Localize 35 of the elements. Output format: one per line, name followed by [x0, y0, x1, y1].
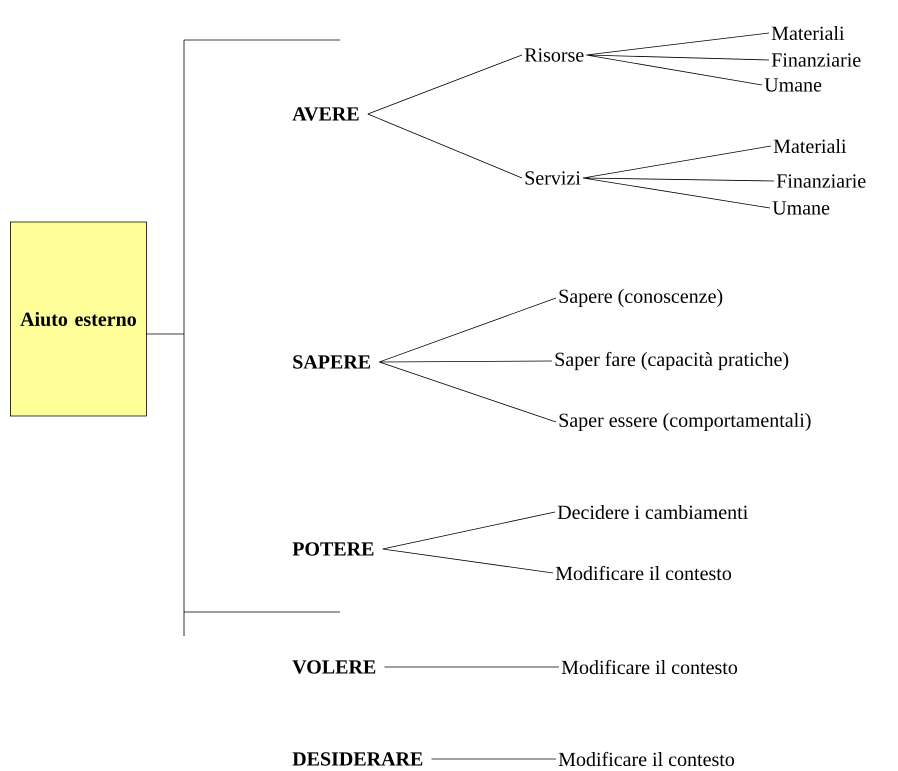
item-label: Sapere (conoscenze) [560, 288, 722, 308]
category-label: AVERE [292, 107, 359, 121]
item-label: Finanziarie [776, 174, 866, 188]
branch-line [378, 298, 556, 362]
branch-line [384, 666, 560, 668]
item-label: Modificare il contesto [556, 566, 732, 580]
branch-line [431, 758, 556, 760]
item-label: Umane [764, 78, 822, 92]
branch-line [586, 54, 770, 60]
branch-line [582, 178, 774, 182]
item-label: Saper fare (capacità pratiche) [556, 352, 788, 370]
category-label: POTERE [292, 542, 374, 556]
item-label: Modificare il contesto [558, 752, 734, 766]
branch-line [586, 54, 762, 86]
branch-line [382, 512, 556, 550]
branch-line [378, 360, 552, 362]
branch-line [582, 146, 772, 178]
item-label: Risorse [524, 48, 584, 62]
item-label: Materiali [772, 26, 844, 40]
concept-box: Aiuto esterno [10, 222, 147, 416]
branch-line [582, 178, 770, 208]
item-label: Servizi [526, 171, 580, 185]
item-label: Umane [772, 201, 830, 215]
category-label: SAPERE [293, 355, 370, 369]
branch-line [378, 362, 556, 422]
item-label: Finanziarie [772, 53, 860, 67]
branch-line [367, 114, 522, 178]
category-label: VOLERE [292, 660, 376, 674]
item-label: Saper essere (comportamentali) [560, 412, 811, 432]
item-label: Materiali [774, 138, 846, 154]
item-label: Decidere i cambiamenti [558, 504, 748, 520]
branch-line [367, 54, 522, 114]
category-label: DESIDERARE [292, 752, 422, 766]
item-label: Modificare il contesto [562, 660, 738, 674]
branch-line [382, 548, 554, 574]
